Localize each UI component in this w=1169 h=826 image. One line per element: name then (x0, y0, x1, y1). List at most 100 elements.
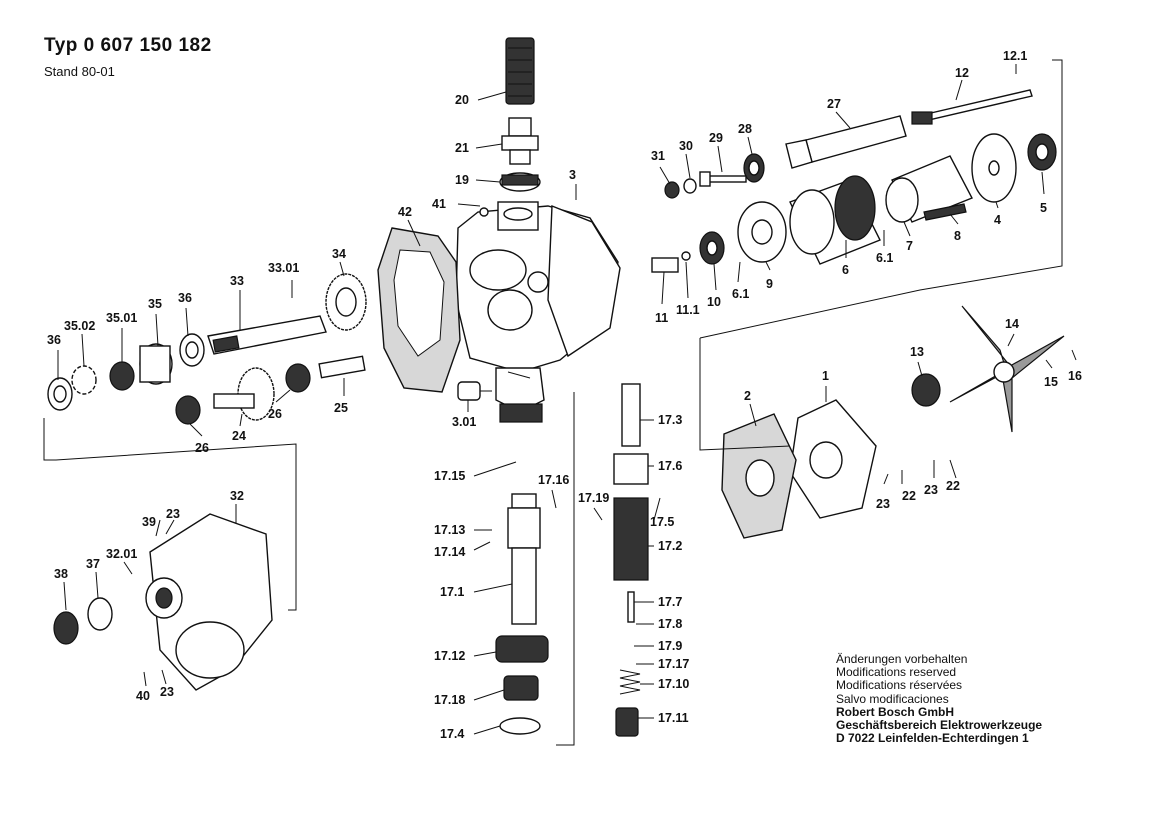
part-4-fan (971, 133, 1017, 203)
company-name: Robert Bosch GmbH (836, 704, 955, 719)
label-5: 5 (1040, 201, 1047, 215)
label-17-17: 17.17 (658, 657, 689, 671)
note-de: Änderungen vorbehalten (836, 652, 968, 666)
label-10: 10 (707, 295, 721, 309)
label-17-12: 17.12 (434, 649, 465, 663)
label-32-01: 32.01 (106, 547, 137, 561)
part-17-3-pin (621, 383, 641, 447)
part-8-brush (923, 203, 967, 221)
label-17-4: 17.4 (440, 727, 464, 741)
label-35-02: 35.02 (64, 319, 95, 333)
part-35-02-rollers (71, 365, 97, 395)
label-17-15: 17.15 (434, 469, 465, 483)
part-17-10-spring (619, 669, 641, 695)
part-35-01-cage (109, 361, 135, 391)
part-10-bearing (699, 231, 725, 265)
label-6-1-b: 6.1 (732, 287, 749, 301)
part-36-washer-right (179, 333, 205, 367)
label-24: 24 (232, 429, 246, 443)
part-42-gasket (377, 227, 461, 393)
label-37: 37 (86, 557, 100, 571)
part-35-bearing (139, 343, 173, 385)
label-17-8: 17.8 (658, 617, 682, 631)
label-30: 30 (679, 139, 693, 153)
label-6: 6 (842, 263, 849, 277)
part-26-bearing-right (285, 363, 311, 393)
part-17-6-sleeve (613, 453, 649, 485)
part-6-stator (789, 175, 881, 265)
part-28-bearing (743, 153, 765, 183)
label-17-10: 17.10 (658, 677, 689, 691)
part-5-bearing (1027, 133, 1057, 171)
part-17-18-sleeve (503, 675, 539, 701)
label-35: 35 (148, 297, 162, 311)
label-1: 1 (822, 369, 829, 383)
label-4: 4 (994, 213, 1001, 227)
label-23-a: 23 (924, 483, 938, 497)
part-37-seal (87, 597, 113, 631)
label-22-a: 22 (902, 489, 916, 503)
label-23-c: 23 (166, 507, 180, 521)
part-1-flange (789, 399, 877, 519)
label-35-01: 35.01 (106, 311, 137, 325)
label-17-6: 17.6 (658, 459, 682, 473)
label-40: 40 (136, 689, 150, 703)
part-25-pin (318, 355, 366, 379)
part-17-1-spindle (507, 493, 541, 625)
label-26-b: 26 (268, 407, 282, 421)
label-12-1: 12.1 (1003, 49, 1027, 63)
page-title: Typ 0 607 150 182 (44, 35, 212, 56)
part-17-4-ring (499, 717, 541, 735)
note-es: Salvo modificaciones (836, 691, 949, 706)
label-25: 25 (334, 401, 348, 415)
part-21-nipple (501, 117, 539, 165)
label-20: 20 (455, 93, 469, 107)
company-division: Geschäftsbereich Elektrowerkzeuge (836, 718, 1043, 733)
label-17-7: 17.7 (658, 595, 682, 609)
label-38: 38 (54, 567, 68, 581)
part-3-01-plug (457, 381, 492, 401)
label-34: 34 (332, 247, 346, 261)
label-41: 41 (432, 197, 446, 211)
label-22-b: 22 (946, 479, 960, 493)
label-6-1-a: 6.1 (876, 251, 893, 265)
part-3-housing (455, 201, 621, 423)
part-24-gear (213, 367, 275, 421)
label-33: 33 (230, 274, 244, 288)
part-32-gear-cover (145, 513, 273, 691)
label-39: 39 (142, 515, 156, 529)
label-17-11: 17.11 (658, 711, 689, 725)
label-11: 11 (655, 311, 668, 325)
legal-notes: Änderungen vorbehalten Modifications res… (836, 652, 1043, 746)
part-13-nut (911, 373, 941, 407)
label-19: 19 (455, 173, 469, 187)
part-17-12-nut (495, 635, 549, 663)
company-address: D 7022 Leinfelden-Echterdingen 1 (836, 731, 1029, 746)
part-31-nut (664, 181, 680, 199)
label-36-a: 36 (178, 291, 192, 305)
label-2: 2 (744, 389, 751, 403)
note-en: Modifications reserved (836, 665, 957, 680)
revision-stand: Stand 80-01 (44, 64, 115, 79)
part-33-shaft (207, 315, 327, 355)
part-30-washer (683, 178, 697, 194)
label-14: 14 (1005, 317, 1019, 331)
label-26-a: 26 (195, 441, 209, 455)
label-17-9: 17.9 (658, 639, 682, 653)
part-36-washer-left (47, 377, 73, 411)
label-8: 8 (954, 229, 961, 243)
part-17-7-valve (627, 591, 635, 623)
label-12: 12 (955, 66, 969, 80)
part-19-nut (499, 172, 541, 192)
label-11-1: 11.1 (676, 303, 700, 317)
part-34-gear (325, 273, 367, 331)
label-23-b: 23 (876, 497, 890, 511)
part-27-armature-shaft (785, 115, 907, 169)
part-14-impeller (949, 305, 1065, 433)
label-17-18: 17.18 (434, 693, 465, 707)
label-28: 28 (738, 122, 752, 136)
label-17-1: 17.1 (440, 585, 464, 599)
label-42: 42 (398, 205, 412, 219)
label-23-d: 23 (160, 685, 174, 699)
